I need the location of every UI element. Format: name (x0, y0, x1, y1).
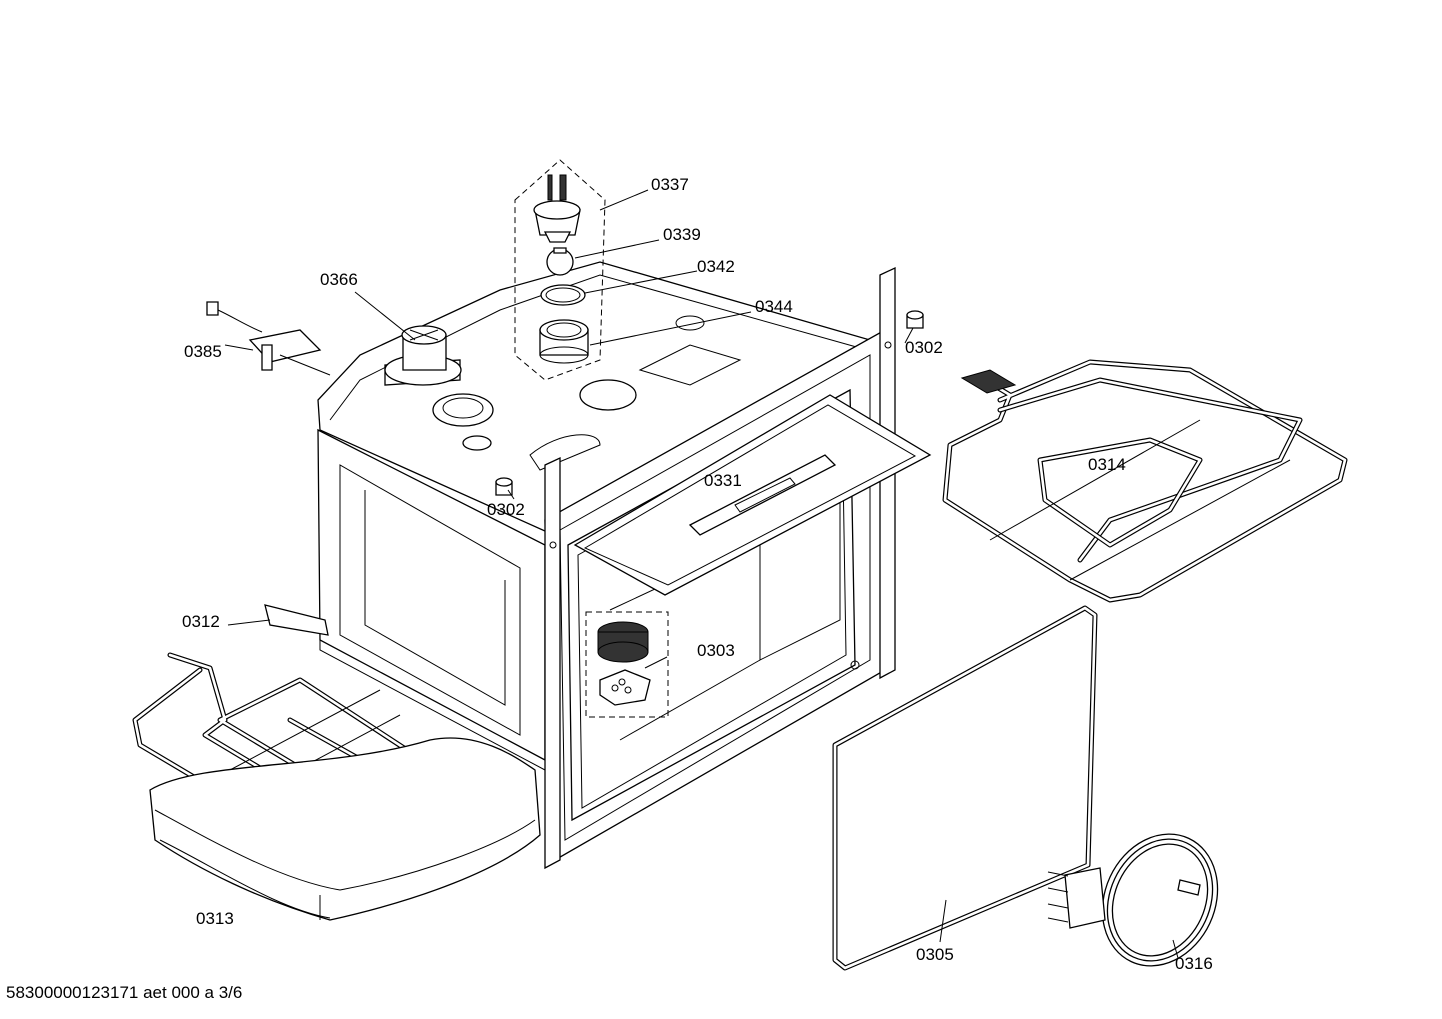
label-0312: 0312 (182, 612, 220, 631)
label-0303: 0303 (697, 641, 735, 660)
part-0316-ring-element (1047, 833, 1219, 967)
part-0313-insulation (149, 737, 541, 921)
leader-lines (224, 189, 1179, 959)
label-0385: 0385 (184, 342, 222, 361)
lamp-assembly (514, 159, 606, 381)
part-0314-grill-element (942, 359, 1348, 603)
part-0305-door-seal (832, 605, 1098, 971)
label-0339: 0339 (663, 225, 701, 244)
label-0313: 0313 (196, 909, 234, 928)
part-0331-top-plate (573, 394, 932, 596)
part-0302-connectors (495, 310, 924, 496)
label-0344: 0344 (755, 297, 793, 316)
part-0385-sensor (206, 301, 331, 376)
label-0302-right: 0302 (905, 338, 943, 357)
label-0302-left: 0302 (487, 500, 525, 519)
part-0366-housing (384, 325, 462, 386)
label-0305: 0305 (916, 945, 954, 964)
part-labels: 0337 0339 0342 0344 0366 0385 0302 0302 … (182, 175, 1213, 973)
document-id-footer: 58300000123171 aet 000 a 3/6 (6, 983, 242, 1002)
label-0331: 0331 (704, 471, 742, 490)
label-0337: 0337 (651, 175, 689, 194)
label-0366: 0366 (320, 270, 358, 289)
label-0314: 0314 (1088, 455, 1126, 474)
part-0303-fan-cover (585, 611, 669, 718)
label-0316: 0316 (1175, 954, 1213, 973)
label-0342: 0342 (697, 257, 735, 276)
